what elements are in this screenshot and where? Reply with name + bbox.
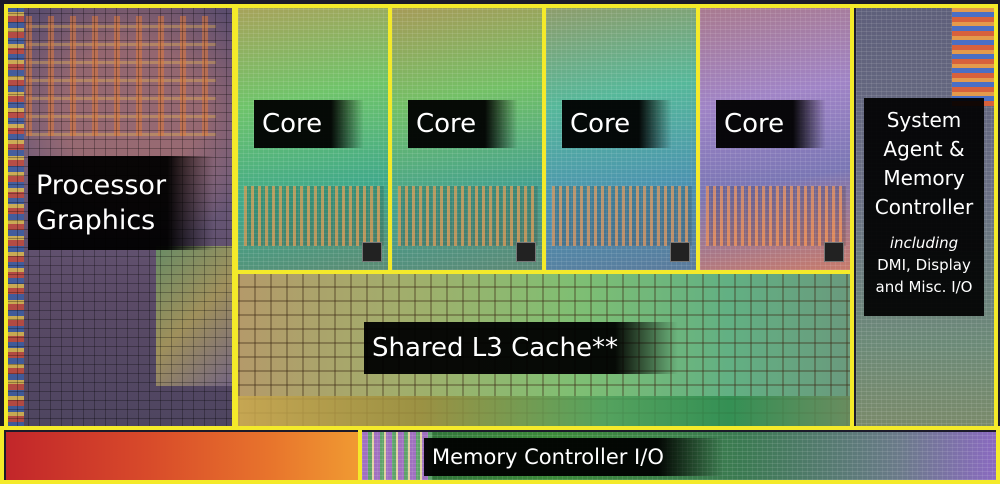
graphics-lower-logic [156,246,234,386]
core-chip [516,242,536,262]
system-agent-line-3: Memory [883,166,965,190]
graphics-texture [26,16,216,136]
system-agent-line-2: Agent & [883,137,965,161]
processor-graphics-label-line-2: Graphics [36,205,156,236]
system-agent-detail-2: and Misc. I/O [875,278,973,296]
core-label-1: Core [254,100,365,148]
core-chip [670,242,690,262]
core-stripes [244,186,384,246]
core-label-2: Core [408,100,519,148]
core-label-4: Core [716,100,827,148]
memory-controller-io-label: Memory Controller I/O [424,438,724,476]
system-agent-label: System Agent & Memory Controller includi… [864,98,984,316]
core-label-3: Core [562,100,673,148]
core-stripes [398,186,538,246]
core-chip [362,242,382,262]
system-agent-io-strip [952,6,996,106]
system-agent-including: including [889,234,959,252]
processor-graphics-label-line-1: Processor [36,170,167,201]
core-stripes [706,186,846,246]
system-agent-line-1: System [886,108,962,132]
graphics-io-strip [6,6,24,428]
system-agent-detail-1: DMI, Display [877,256,971,274]
shared-l3-cache-label: Shared L3 Cache** [364,322,678,374]
processor-graphics-label: Processor Graphics [28,156,214,250]
bottom-left-region [6,432,358,480]
system-agent-line-4: Controller [874,195,974,219]
memory-io-pads [362,432,432,480]
cache-bottom-band [238,396,852,428]
core-stripes [552,186,692,246]
core-chip [824,242,844,262]
